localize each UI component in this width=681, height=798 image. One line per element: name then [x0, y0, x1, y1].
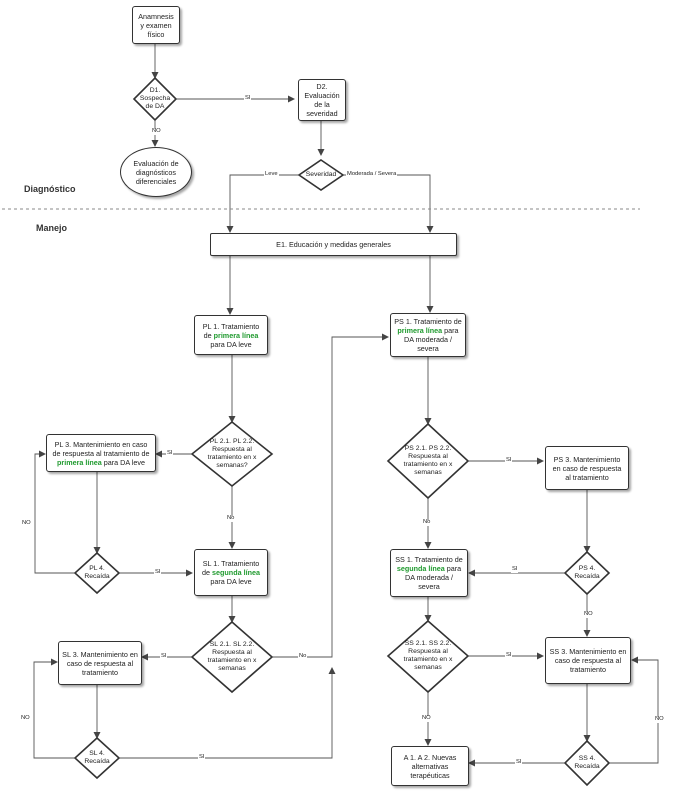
node-a1[interactable]: A 1. A 2. Nuevas alternativas terapéutic… [391, 746, 469, 786]
edge-ss4-ss3-no: NO [654, 716, 665, 723]
ps21-diamond [386, 422, 470, 500]
severidad-diamond [297, 159, 345, 191]
d1-diamond [132, 76, 178, 122]
pl4-diamond [73, 551, 121, 595]
sl21-diamond [190, 620, 274, 694]
node-e1[interactable]: E1. Educación y medidas generales [210, 233, 457, 256]
node-d2[interactable]: D2. Evaluación de la severidad [298, 79, 346, 121]
pl21-diamond [190, 420, 274, 488]
ss1-highlight: segunda línea [396, 564, 445, 573]
node-evaluacion-diferenciales[interactable]: Evaluación de diagnósticos diferenciales [120, 147, 192, 197]
ss21-diamond [386, 619, 470, 694]
pl3-highlight: primera línea [57, 457, 102, 467]
pl3-text-b: para DA leve [103, 457, 145, 467]
edge-ps4-ss1-si: SI [511, 566, 519, 573]
node-anamnesis[interactable]: Anamnesis y examen físico [132, 6, 180, 44]
node-ps3[interactable]: PS 3. Mantenimiento en caso de respuesta… [545, 446, 629, 490]
sl1-text-a: SL 1. Tratamiento de [202, 559, 260, 577]
ss1-text-a: SS 1. Tratamiento de [395, 555, 463, 564]
node-pl1[interactable]: PL 1. Tratamiento de primera línea para … [194, 315, 268, 355]
edge-d1-eval-no: NO [151, 128, 162, 135]
edge-d1-d2-si: SI [244, 95, 252, 102]
edge-ps21-ss1-no: No [422, 519, 432, 526]
section-manejo: Manejo [36, 223, 68, 233]
pl1-text-a: PL 1. Tratamiento de [202, 321, 260, 340]
sl1-highlight: segunda línea [212, 568, 260, 577]
edge-leve: Leve [264, 171, 279, 178]
ps1-text-a: PS 1. Tratamiento de [394, 317, 462, 326]
ss4-diamond [563, 739, 611, 787]
edge-pl21-pl3-si: SI [166, 450, 174, 457]
sl4-diamond [73, 736, 121, 780]
edge-moderada: Moderada / Severa [346, 171, 398, 178]
edge-ss4-a1-si: SI [515, 759, 523, 766]
edge-sl4-si: SI [198, 754, 206, 761]
node-ss1[interactable]: SS 1. Tratamiento de segunda línea para … [390, 549, 468, 597]
node-ss3[interactable]: SS 3. Mantenimiento en caso de respuesta… [545, 637, 631, 684]
node-pl3[interactable]: PL 3. Mantenimiento en caso de respuesta… [46, 434, 156, 472]
ss1-text-b: para DA moderada / severa [405, 564, 462, 591]
edge-ps21-ps3-si: SI [505, 457, 513, 464]
ps1-text-b: para DA moderada / severa [404, 326, 459, 353]
edge-sl4-sl3-no: NO [20, 715, 31, 722]
edge-ss21-a1-no: NO [421, 715, 432, 722]
edge-pl4-pl3-no: NO [21, 520, 32, 527]
section-diagnostico: Diagnóstico [24, 184, 76, 194]
node-sl3[interactable]: SL 3. Mantenimiento en caso de respuesta… [58, 641, 142, 685]
node-ps1[interactable]: PS 1. Tratamiento de primera línea para … [390, 313, 466, 357]
sl1-text-b: para DA leve [210, 577, 252, 586]
edge-ss21-ss3-si: SI [505, 652, 513, 659]
edge-pl4-sl1-si: SI [154, 569, 162, 576]
pl1-highlight: primera línea [213, 330, 259, 340]
edge-pl21-sl1-no: No [226, 515, 236, 522]
ps4-diamond [563, 550, 611, 596]
pl1-text-b: para DA leve [210, 339, 252, 349]
edge-sl21-sl3-si: SI [160, 653, 168, 660]
node-sl1[interactable]: SL 1. Tratamiento de segunda línea para … [194, 549, 268, 596]
edge-ps4-ss3-no: NO [583, 611, 594, 618]
pl3-text-a: PL 3. Mantenimiento en caso de respuesta… [52, 439, 150, 458]
edge-sl21-ps1-no: No [298, 653, 308, 660]
ps1-highlight: primera línea [397, 326, 443, 335]
